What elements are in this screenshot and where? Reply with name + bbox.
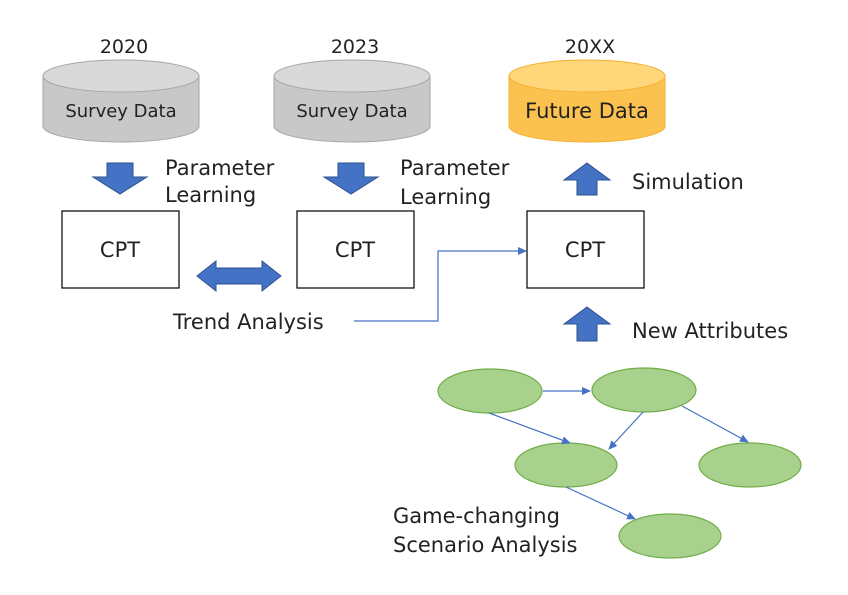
parameter-learning-label-2: Parameter bbox=[400, 156, 510, 180]
scenario-analysis-label-line2: Scenario Analysis bbox=[393, 533, 578, 557]
parameter-learning-label-1b: Learning bbox=[165, 183, 256, 207]
scenario-analysis-label-line1: Game-changing bbox=[393, 504, 560, 528]
up-arrow-icon bbox=[562, 162, 612, 196]
year-label-2023: 2023 bbox=[331, 36, 379, 58]
cpt-label: CPT bbox=[565, 238, 605, 262]
trend-analysis-label: Trend Analysis bbox=[172, 310, 324, 334]
up-arrow-icon bbox=[562, 306, 612, 342]
network-node bbox=[514, 442, 618, 488]
cylinder-top bbox=[42, 59, 200, 93]
database-future: 20XX Future Data bbox=[508, 36, 666, 143]
new-attributes-label: New Attributes bbox=[632, 319, 788, 343]
cpt-box-2020: CPT bbox=[61, 210, 180, 289]
down-arrow-icon bbox=[91, 162, 149, 195]
network-node bbox=[437, 368, 543, 414]
year-label-future: 20XX bbox=[565, 36, 615, 58]
database-label: Survey Data bbox=[296, 101, 407, 122]
cpt-box-2023: CPT bbox=[296, 210, 415, 289]
year-label-2020: 2020 bbox=[100, 36, 148, 58]
network-node bbox=[698, 442, 802, 488]
network-edge bbox=[565, 486, 636, 520]
parameter-learning-label-2b: Learning bbox=[400, 185, 491, 209]
cylinder-body bbox=[273, 75, 431, 143]
database-2023: 2023 Survey Data bbox=[273, 36, 431, 143]
double-arrow-icon bbox=[196, 259, 282, 293]
simulation-label: Simulation bbox=[632, 170, 744, 194]
cpt-label: CPT bbox=[335, 238, 375, 262]
network-edge bbox=[681, 405, 749, 443]
cpt-label: CPT bbox=[100, 238, 140, 262]
cpt-box-future: CPT bbox=[526, 210, 645, 289]
database-label: Future Data bbox=[525, 99, 649, 123]
parameter-learning-label-1: Parameter bbox=[165, 156, 275, 180]
database-2020: 2020 Survey Data bbox=[42, 36, 200, 143]
cylinder-body bbox=[42, 75, 200, 143]
trend-analysis-connector bbox=[354, 247, 527, 322]
network-edge bbox=[608, 411, 644, 450]
network-node bbox=[591, 367, 697, 413]
cylinder-top bbox=[273, 59, 431, 93]
network-node bbox=[618, 513, 722, 559]
cylinder-body bbox=[508, 75, 666, 143]
cylinder-top bbox=[508, 59, 666, 93]
down-arrow-icon bbox=[322, 162, 380, 195]
network-edge bbox=[488, 412, 571, 444]
database-label: Survey Data bbox=[65, 101, 176, 122]
